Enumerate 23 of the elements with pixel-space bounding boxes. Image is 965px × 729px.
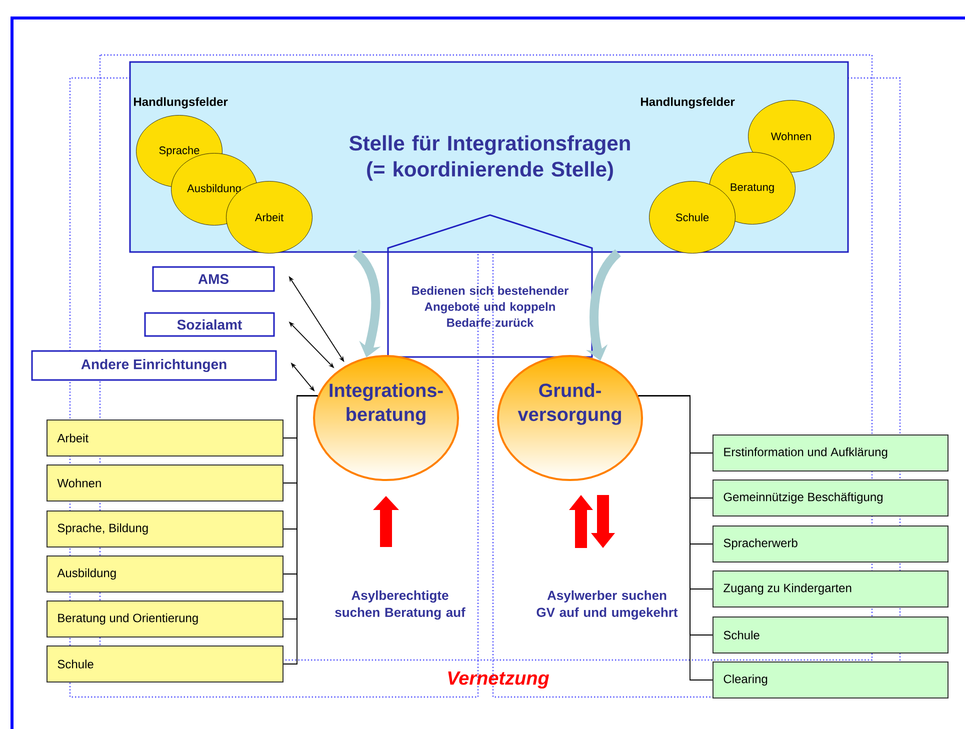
topic-box: Schule	[712, 616, 948, 654]
topic-box: Erstinformation und Aufklärung	[712, 434, 948, 472]
topic-box: Gemeinnützige Beschäftigung	[712, 480, 948, 516]
topic-box: Spracherwerb	[712, 526, 948, 562]
network-label: Vernetzung	[448, 672, 550, 688]
topic-box: Arbeit	[46, 420, 284, 456]
heading: Handlungsfelder	[134, 97, 228, 108]
caption-text: Asylberechtigte suchen Beratung auf	[335, 590, 466, 620]
caption-text: Asylwerber suchen GV auf und umgekehrt	[536, 590, 678, 620]
topic-box: Beratung und Orientierung	[46, 600, 284, 638]
partner-box: Andere Einrichtungen	[31, 350, 277, 381]
heading: Handlungsfelder	[641, 97, 735, 108]
title: Stelle für Integrationsfragen (= koordinierende Stelle)	[349, 135, 630, 181]
topic-box: Sprache, Bildung	[46, 510, 284, 548]
partner-box: Sozialamt	[144, 312, 275, 337]
topic-box: Zugang zu Kindergarten	[712, 570, 948, 608]
partner-box: AMS	[152, 266, 275, 292]
topic-box: Wohnen	[46, 464, 284, 502]
connector	[283, 395, 318, 664]
topic-box: Clearing	[712, 662, 948, 698]
topic-box: Schule	[46, 646, 284, 682]
topic-box: Ausbildung	[46, 556, 284, 592]
connector	[638, 395, 713, 680]
